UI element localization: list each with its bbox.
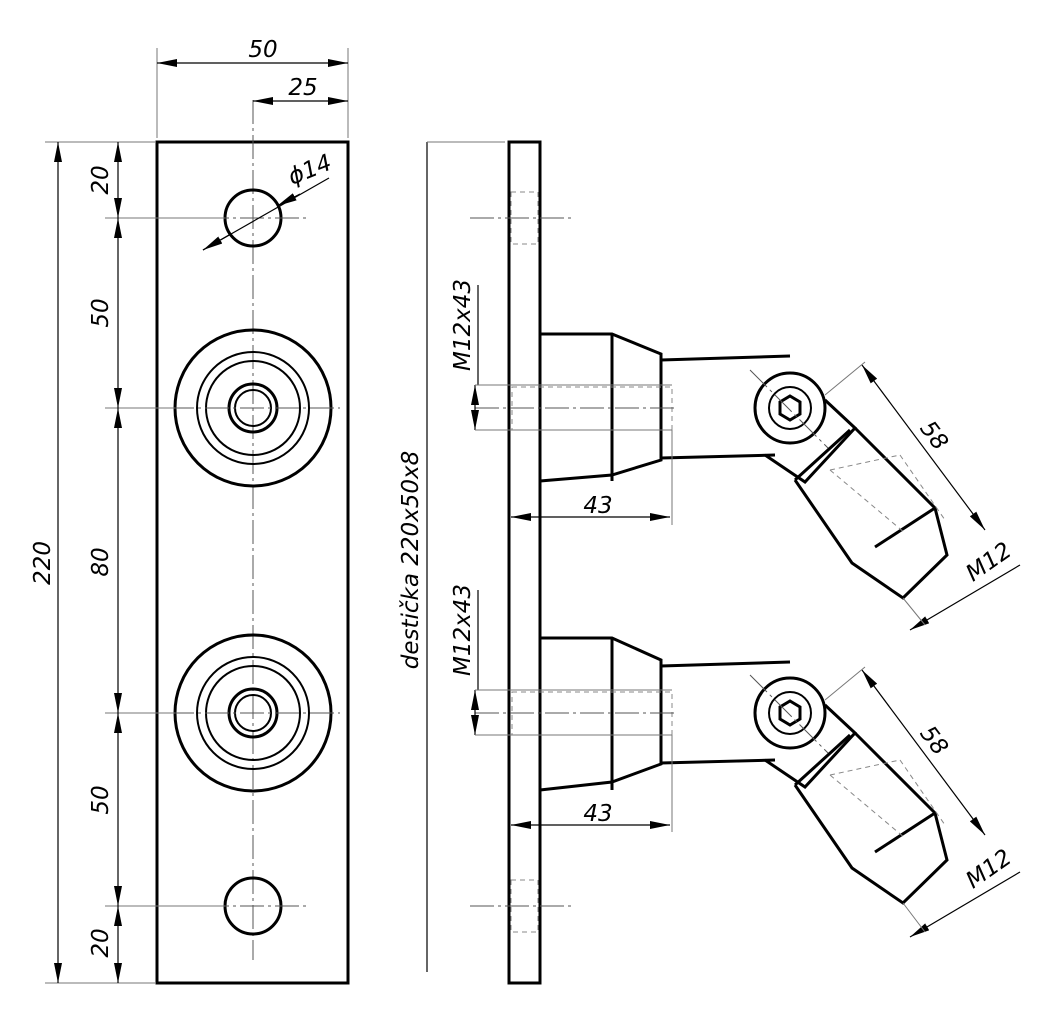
dim-total-height-label: 220: [30, 541, 56, 585]
lower-arm-length-label: 58: [914, 721, 952, 760]
dim-total-height: 220: [30, 142, 62, 983]
side-view: destička 220x50x8: [398, 140, 1021, 985]
upper-boss: [170, 328, 340, 488]
dim-lower-spacing-label: 50: [88, 785, 114, 814]
upper-end-thread-label: M12: [961, 538, 1016, 587]
dim-top-margin-label: 20: [88, 165, 114, 194]
lower-end-thread-label: M12: [961, 845, 1016, 894]
upper-arm-length-label: 58: [914, 416, 952, 455]
dim-hole-offset: 25: [253, 75, 348, 105]
dim-width: 50: [157, 37, 348, 67]
dim-chain: 20 50 80 50 20: [88, 142, 122, 983]
lower-swivel-assembly: M12x43 43 58 M12: [450, 584, 1021, 938]
lower-boss: [170, 633, 340, 793]
dim-hole-diameter-label: ϕ14: [285, 150, 336, 191]
plate-hole-bottom: [470, 879, 575, 933]
lower-thread-label: M12x43: [450, 584, 476, 676]
plate-edge: [507, 140, 542, 985]
upper-thread-label: M12x43: [450, 279, 476, 371]
dim-hole-diameter: ϕ14: [202, 150, 336, 251]
dim-bottom-margin-label: 20: [88, 928, 114, 957]
upper-length-label: 43: [583, 493, 612, 519]
front-view: 50 25 ϕ14 220 20 50 80 50: [30, 37, 350, 985]
lower-length-label: 43: [583, 801, 612, 827]
upper-swivel-assembly: M12x43 43 58 M12: [450, 279, 1021, 631]
plate-label: destička 220x50x8: [398, 451, 424, 670]
dim-width-label: 50: [248, 37, 277, 63]
dim-middle-spacing-label: 80: [88, 547, 114, 576]
plate-hole-top: [470, 191, 575, 245]
dim-upper-spacing-label: 50: [88, 298, 114, 327]
dim-hole-offset-label: 25: [288, 75, 317, 101]
